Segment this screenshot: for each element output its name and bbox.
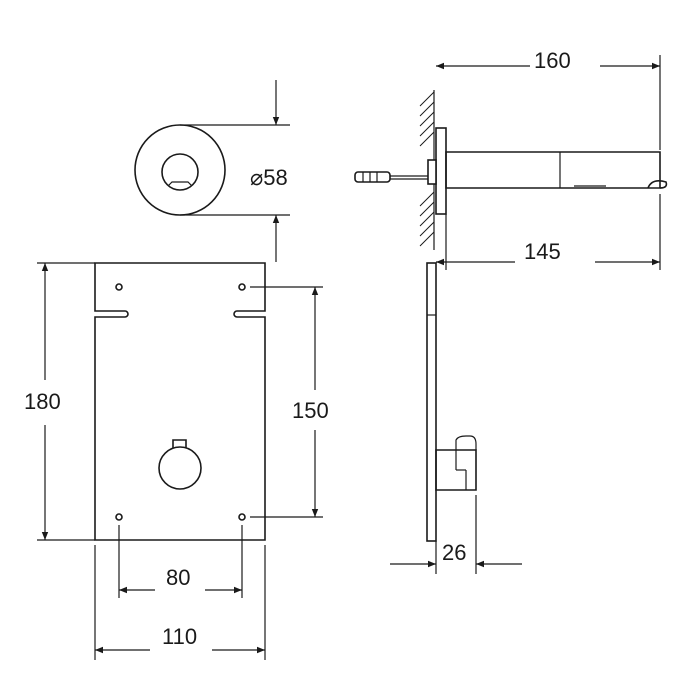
round-cover-view: ⌀58 <box>134 80 290 262</box>
valve-tab <box>172 439 187 450</box>
cover-notch <box>167 181 193 187</box>
overall-length-label: 160 <box>534 48 571 73</box>
cable-connector <box>354 171 391 183</box>
spout-flange <box>435 127 447 215</box>
plate-width-label: 110 <box>162 624 197 649</box>
mount-hole-bottom-left <box>115 513 123 521</box>
mount-hole-top-left <box>115 283 123 291</box>
valve-box-side <box>435 449 477 491</box>
diameter-label: ⌀58 <box>250 165 288 190</box>
mounting-plate-view: 180 150 80 110 <box>24 262 329 660</box>
plate-side-profile <box>426 262 437 542</box>
mount-hole-top-right <box>238 283 246 291</box>
mount-hole-bottom-right <box>238 513 246 521</box>
spout-length-label: 145 <box>524 239 561 264</box>
valve-body <box>158 446 202 490</box>
box-depth-label: 26 <box>442 540 466 565</box>
wall-hatching <box>419 91 435 247</box>
cover-outer-circle <box>134 124 226 216</box>
mounting-plate-outline <box>94 262 266 541</box>
spout-outlet <box>647 180 668 189</box>
side-view: 160 145 26 <box>354 48 668 574</box>
hole-vertical-label: 150 <box>292 398 329 423</box>
cover-inner-circle <box>161 153 199 191</box>
plate-height-label: 180 <box>24 389 61 414</box>
spout-body <box>445 151 661 189</box>
hole-horizontal-label: 80 <box>166 565 190 590</box>
